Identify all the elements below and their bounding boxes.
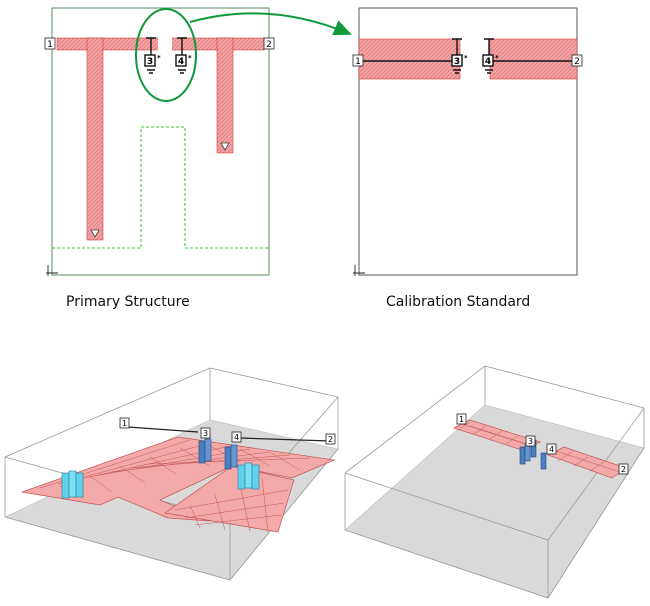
axis-glyph <box>353 265 365 276</box>
primary-3d-port-4: 4 <box>231 431 242 443</box>
port-label: 2 <box>328 435 333 444</box>
calibration-3d-box-front <box>344 407 645 599</box>
primary-internal-port-3: 3 * <box>144 37 161 74</box>
primary-3d-via-port-4 <box>224 444 238 470</box>
calibration-3d-port-4: 4 <box>546 443 557 455</box>
calibration-standard-3d: 1 2 3 4 <box>344 365 645 599</box>
port-label: 1 <box>47 40 53 50</box>
port-label: 3 <box>147 57 153 67</box>
primary-3d-conductor-stub <box>164 465 295 533</box>
primary-right-stub <box>216 37 234 154</box>
port-label: 3 <box>203 429 208 438</box>
port-label: 3 <box>528 437 533 446</box>
calibration-standard-2d: 1 2 3 * 4 * <box>352 7 583 276</box>
port-label: 1 <box>355 57 361 67</box>
calibration-3d-port-2: 2 <box>618 463 629 475</box>
primary-structure-2d: 1 2 3 * 4 * <box>44 7 275 276</box>
calibration-port-2: 2 <box>571 54 583 67</box>
calibration-left-trace <box>358 38 461 80</box>
calibration-port-1: 1 <box>352 54 364 67</box>
highlight-ring <box>135 8 197 102</box>
primary-3d-via-left <box>61 470 84 499</box>
primary-3d-port-2: 2 <box>325 433 336 445</box>
calibration-3d-mesh <box>457 421 621 473</box>
primary-structure-caption: Primary Structure <box>66 294 190 310</box>
port-label: 4 <box>234 433 239 442</box>
left-stub-end-marker <box>90 229 100 238</box>
port-label: 4 <box>178 57 184 67</box>
port-marker: * <box>188 54 192 62</box>
port-label: 2 <box>621 465 626 474</box>
primary-3d-box-back <box>4 367 339 458</box>
primary-3d-via-right <box>237 462 260 490</box>
port-label: 1 <box>122 419 127 428</box>
calibration-3d-via-port-4 <box>540 452 547 470</box>
calibration-right-trace <box>489 38 578 80</box>
primary-3d-via-port-3 <box>198 438 212 464</box>
port-label: 4 <box>549 445 554 454</box>
primary-port-1: 1 <box>44 37 56 50</box>
port-marker: * <box>157 54 161 62</box>
port-label: 4 <box>485 57 491 67</box>
extraction-arrow <box>189 12 352 36</box>
port-label: 2 <box>266 40 272 50</box>
axis-glyph <box>46 265 58 276</box>
port-label: 1 <box>459 415 464 424</box>
primary-port-2: 2 <box>263 37 275 50</box>
port-label: 2 <box>574 57 580 67</box>
port-marker: * <box>495 54 499 62</box>
primary-cutout-outline <box>52 126 269 249</box>
right-stub-end-marker <box>220 142 230 151</box>
primary-3d-feed-line <box>127 426 331 442</box>
primary-left-stub <box>86 37 104 241</box>
calibration-internal-port-3: 3 * <box>451 38 468 74</box>
calibration-standard-caption: Calibration Standard <box>386 294 531 310</box>
calibration-3d-port-1: 1 <box>456 413 467 425</box>
port-label: 3 <box>454 57 460 67</box>
primary-trace-gap <box>158 37 172 51</box>
primary-structure-3d: 1 2 3 4 <box>4 367 339 581</box>
primary-3d-port-1: 1 <box>119 417 130 429</box>
calibration-3d-port-3: 3 <box>525 435 536 447</box>
calibration-internal-port-4: 4 * <box>482 38 499 74</box>
calibration-3d-box-back <box>344 365 645 474</box>
port-marker: * <box>464 54 468 62</box>
primary-internal-port-4: 4 * <box>175 37 192 74</box>
primary-3d-port-3: 3 <box>200 427 211 439</box>
